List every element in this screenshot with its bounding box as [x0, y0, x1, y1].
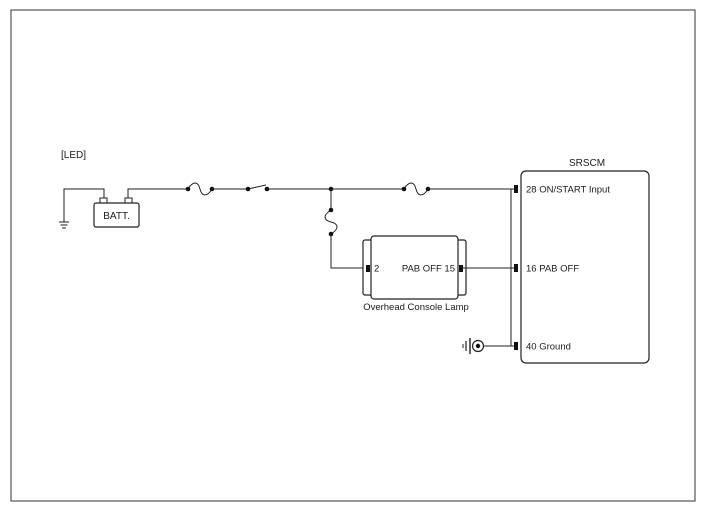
srscm-pin-28-label: 28 ON/START Input [526, 185, 610, 196]
fuse-3 [324, 209, 338, 235]
battery-positive-terminal [124, 197, 133, 204]
srscm-pin-16-marker [514, 264, 518, 272]
ignition-switch [247, 184, 267, 190]
battery-positive-wire [127, 188, 188, 198]
section-label: [LED] [61, 150, 86, 161]
branch-wire-lower [330, 234, 366, 269]
switch-terminal-left [245, 186, 251, 192]
fuse-2 [403, 182, 429, 196]
srscm-pin-40-label: 40 Ground [526, 342, 571, 353]
srscm-pin-28-marker [514, 185, 518, 193]
lamp-pin-right-label: PAB OFF 15 [402, 264, 455, 275]
battery-negative-terminal [99, 197, 108, 204]
chassis-ground-icon [59, 221, 69, 229]
srscm-module: SRSCM 28 ON/START Input 16 PAB OFF 40 Gr… [514, 158, 650, 364]
battery: BATT. [93, 197, 140, 228]
ground-icon [462, 338, 485, 354]
lamp-pin-2-marker [366, 265, 370, 272]
fuse-1-terminal-left [185, 186, 191, 192]
overhead-console-lamp: 2 PAB OFF 15 Overhead Console Lamp [362, 235, 469, 313]
lamp-pin-15-marker [459, 265, 463, 272]
lamp-body [370, 235, 459, 300]
lamp-pin-left-label: 2 [374, 264, 379, 275]
lamp-name-label: Overhead Console Lamp [363, 302, 469, 313]
battery-body [93, 202, 140, 228]
srscm-title: SRSCM [569, 158, 605, 169]
fuse-2-terminal-left [401, 186, 407, 192]
diagram-frame [10, 9, 696, 502]
srscm-pin-16-label: 16 PAB OFF [526, 264, 579, 275]
battery-label: BATT. [103, 211, 129, 222]
fuse-3-terminal-top [328, 207, 334, 213]
fuse-1 [187, 182, 213, 196]
srscm-pin-40-marker [514, 342, 518, 350]
srscm-body [520, 170, 650, 364]
battery-negative-wire [63, 188, 105, 222]
